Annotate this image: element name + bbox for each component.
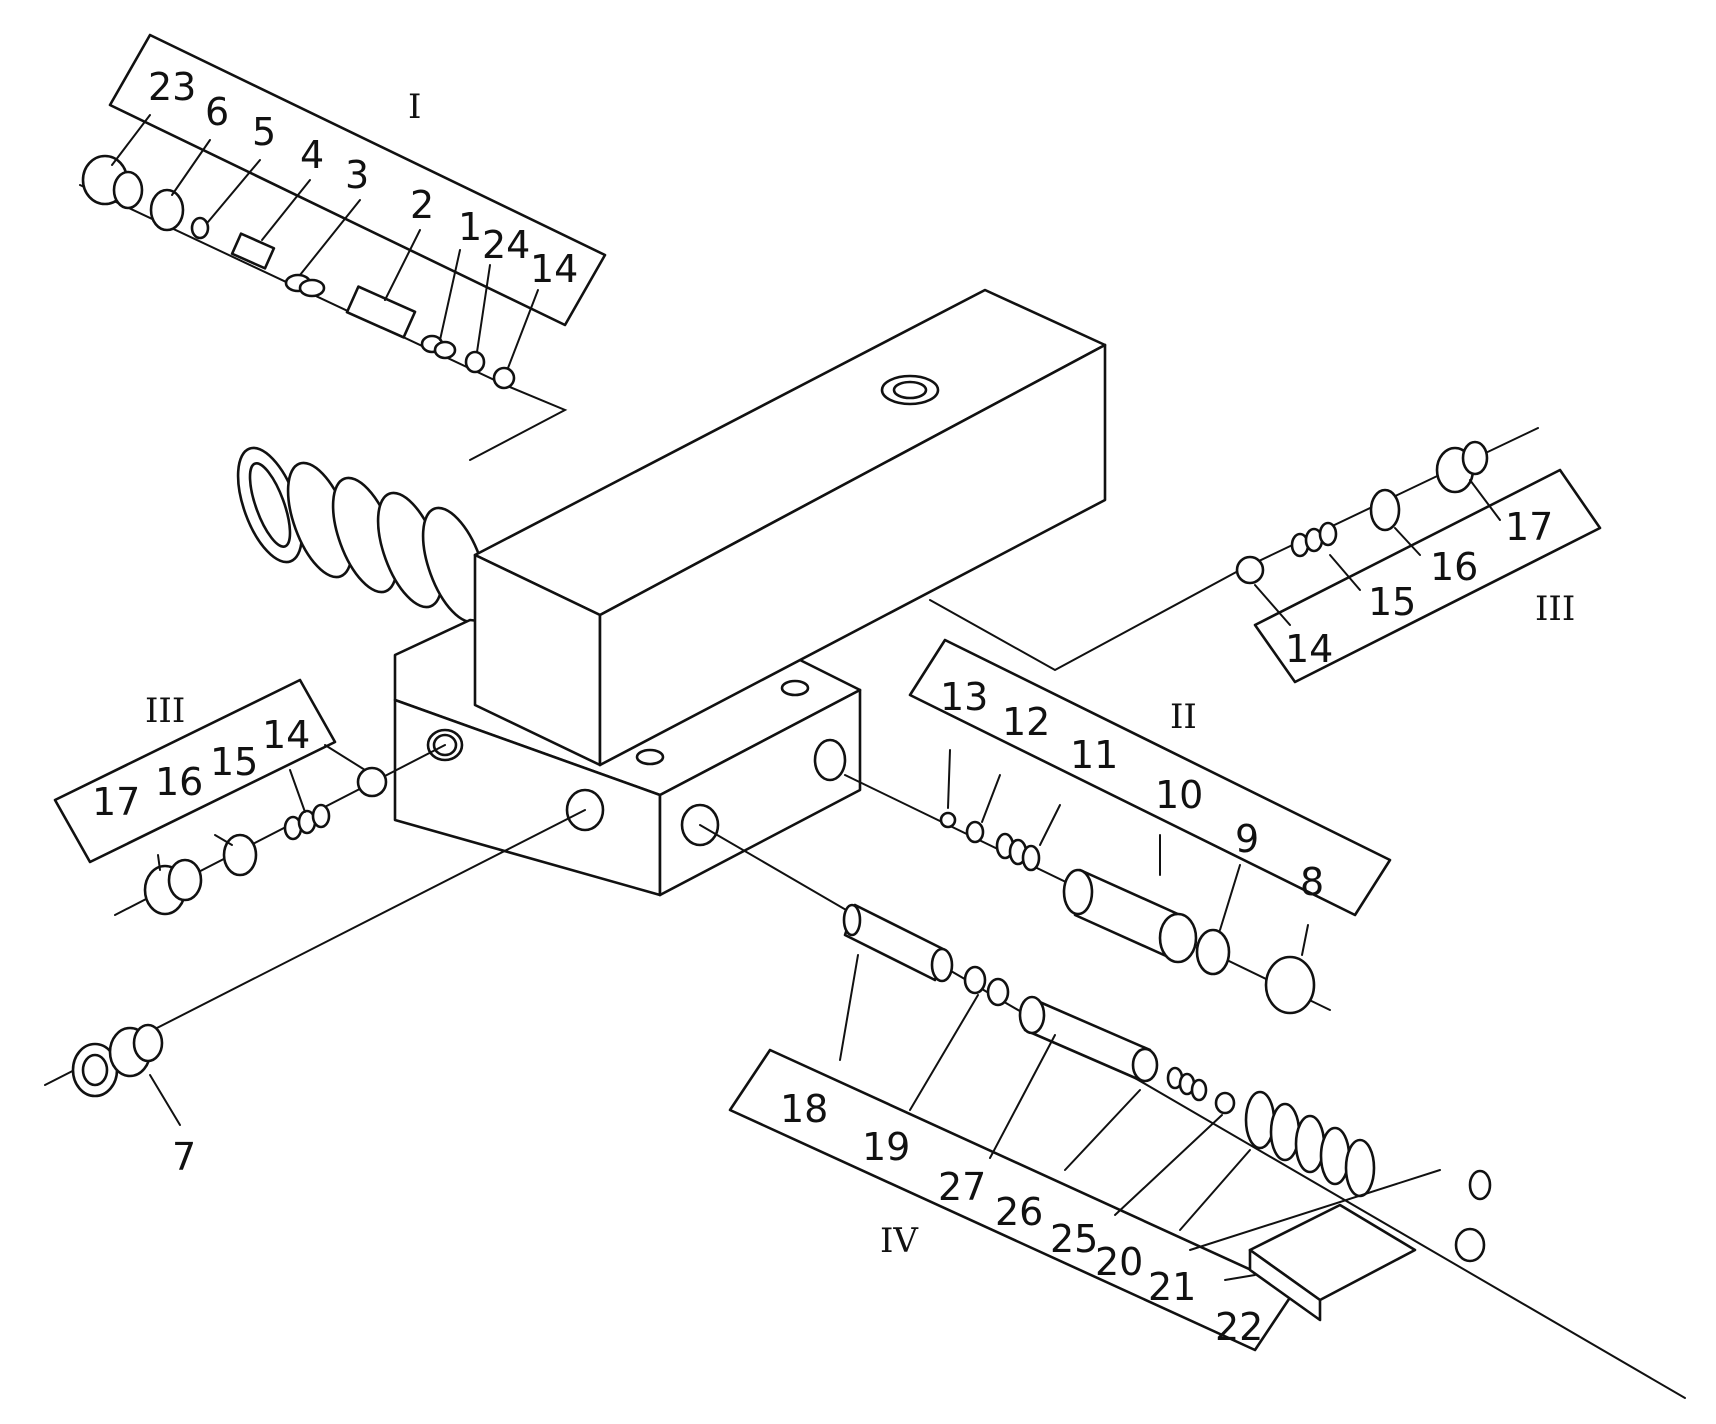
- seat-24: [464, 350, 486, 374]
- label-11: 11: [1070, 733, 1118, 777]
- ball-13: [939, 811, 957, 829]
- o-ring-9: [1195, 928, 1231, 976]
- group-II: 13 12 11 10 9 8 II: [844, 638, 1392, 1015]
- port-top-b: [780, 679, 810, 697]
- roman-III-left: III: [145, 691, 185, 731]
- main-spring: [236, 446, 489, 624]
- label-13: 13: [940, 675, 988, 719]
- group-III-right: 14 15 16 17 III: [929, 427, 1602, 684]
- valve-2: [345, 285, 417, 339]
- label-22: 22: [1215, 1305, 1263, 1349]
- ball-14-right: [1235, 555, 1265, 585]
- group-IV: 18 19 27 26 25 20 21 22 IV: [699, 824, 1686, 1399]
- label-17-right: 17: [1505, 505, 1553, 549]
- roman-III-right: III: [1535, 589, 1575, 629]
- o-rings-19: [963, 965, 987, 995]
- label-14-right: 14: [1285, 627, 1333, 671]
- group-I-label-box: [108, 33, 607, 327]
- label-14: 14: [530, 247, 578, 291]
- label-17-left: 17: [92, 780, 140, 824]
- group-II-label-box: [908, 638, 1392, 917]
- label-5: 5: [252, 110, 276, 154]
- seat-25: [1214, 1091, 1236, 1115]
- cap-8: [1264, 955, 1316, 1015]
- roman-II: II: [1170, 697, 1197, 737]
- roman-I: I: [408, 87, 421, 127]
- label-24: 24: [482, 223, 530, 267]
- group-III-left: 17 16 15 14 III: [53, 678, 446, 916]
- label-7: 7: [172, 1135, 196, 1179]
- o-ring-16-right: [1369, 488, 1401, 532]
- label-19: 19: [862, 1125, 910, 1169]
- label-20: 20: [1095, 1240, 1143, 1284]
- label-1: 1: [458, 205, 482, 249]
- label-4: 4: [300, 133, 324, 177]
- label-23: 23: [148, 65, 196, 109]
- spring-seat-4: [230, 232, 276, 270]
- label-2: 2: [410, 183, 434, 227]
- washer-5: [190, 216, 210, 240]
- label-27: 27: [938, 1165, 986, 1209]
- label-21: 21: [1148, 1265, 1196, 1309]
- port-top-a: [635, 748, 665, 766]
- label-9: 9: [1235, 817, 1259, 861]
- label-26: 26: [995, 1190, 1043, 1234]
- port-right-face: [813, 738, 847, 782]
- spring-20: [1244, 1090, 1276, 1150]
- label-6: 6: [205, 90, 229, 134]
- group-I: 23 6 5 4 3 2 1 24 14 I: [79, 33, 607, 461]
- group-I-parts: [81, 154, 516, 390]
- label-8: 8: [1300, 860, 1324, 904]
- part-7: 7: [44, 809, 586, 1179]
- label-10: 10: [1155, 773, 1203, 817]
- label-14-left: 14: [262, 713, 310, 757]
- label-15-right: 15: [1368, 580, 1416, 624]
- ball-14-left: [356, 766, 388, 798]
- label-3: 3: [345, 153, 369, 197]
- label-16-left: 16: [155, 760, 203, 804]
- o-ring-6: [149, 188, 185, 232]
- group-III-right-label-box: [1253, 468, 1602, 684]
- o-ring-16-left: [222, 833, 258, 877]
- label-15-left: 15: [210, 740, 258, 784]
- seat-12: [965, 820, 985, 844]
- label-16-right: 16: [1430, 545, 1478, 589]
- upper-block: [473, 288, 1107, 767]
- lever-21: [1454, 1227, 1486, 1263]
- label-18: 18: [780, 1087, 828, 1131]
- top-plug: [880, 374, 940, 406]
- roman-IV: IV: [880, 1221, 919, 1261]
- main-housing: [236, 288, 1107, 897]
- group-III-left-label-box: [53, 678, 337, 864]
- label-25: 25: [1050, 1217, 1098, 1261]
- label-12: 12: [1002, 700, 1050, 744]
- ball-14: [492, 366, 516, 390]
